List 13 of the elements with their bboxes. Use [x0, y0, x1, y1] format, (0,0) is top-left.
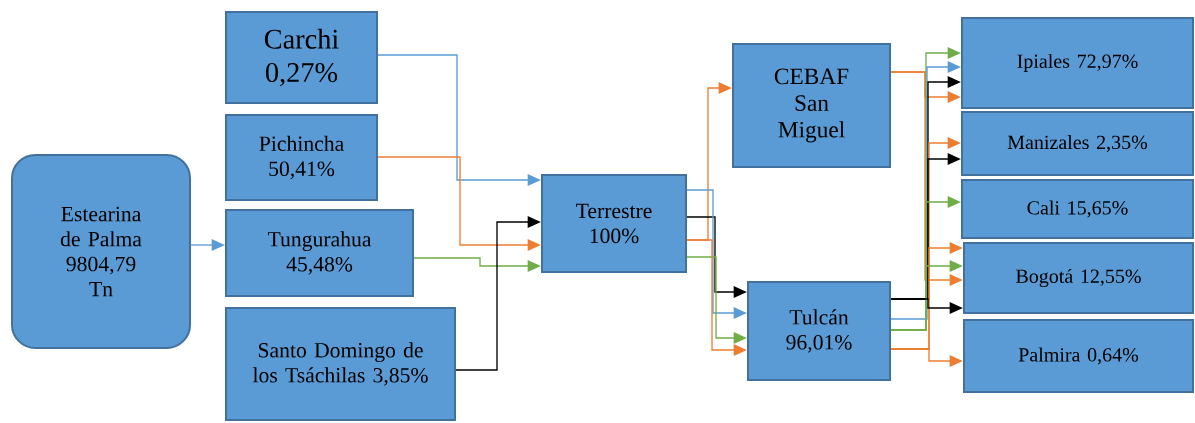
process-box: Terrestre 100% — [541, 174, 687, 273]
process-box: CEBAF San Miguel — [732, 43, 891, 168]
rounded-box: Estearina de Palma 9804,79 Tn — [11, 154, 191, 349]
process-box: Ipiales 72,97% — [961, 17, 1194, 109]
process-box: Palmira 0,64% — [963, 319, 1194, 393]
process-box: Santo Domingo de los Tsáchilas 3,85% — [225, 307, 456, 421]
process-box: Manizales 2,35% — [961, 111, 1194, 176]
process-box: Tulcán 96,01% — [747, 281, 891, 381]
process-box: Cali 15,65% — [961, 179, 1194, 239]
process-box: Carchi 0,27% — [225, 11, 378, 104]
process-box: Tungurahua 45,48% — [225, 209, 414, 297]
process-box: Pichincha 50,41% — [225, 114, 378, 201]
process-box: Bogotá 12,55% — [963, 242, 1194, 314]
